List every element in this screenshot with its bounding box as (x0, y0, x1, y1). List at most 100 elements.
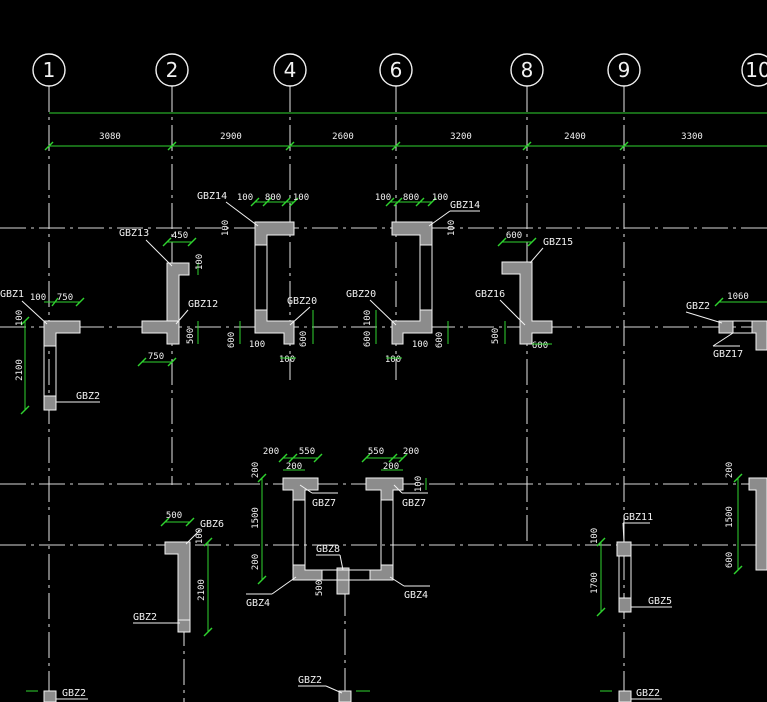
dim-text: 500 (491, 328, 501, 344)
dim-text: 100 (447, 220, 457, 236)
axis-bubble-label: 2 (166, 58, 179, 82)
dim-text: 600 (299, 331, 309, 347)
span-dim-text: 3300 (681, 132, 703, 142)
wall-gbz7-gbz4[interactable]: 200 550 200 550 200 200 200 1500 200 100… (246, 447, 430, 609)
wall-label: GBZ12 (188, 299, 218, 310)
dim-text: 500 (186, 328, 196, 344)
dim-text: 750 (148, 352, 164, 362)
wall-label: GBZ2 (133, 612, 157, 623)
dim-text: 500 (315, 580, 325, 596)
axis-bubble-10[interactable]: 10 (741, 53, 767, 87)
wall-label: GBZ2 (298, 675, 322, 686)
dim-text: 500 (166, 511, 182, 521)
dim-text: 100 (249, 340, 265, 350)
dim-text: 100 (279, 355, 295, 365)
wall-label: GBZ2 (76, 391, 100, 402)
wall-label: GBZ11 (623, 512, 653, 523)
dim-text: 100 (432, 193, 448, 203)
dim-text: 100 (195, 254, 205, 270)
wall-gbz14-left[interactable]: 100 800 100 600 600 100 100 GBZ14 GBZ20 … (197, 191, 317, 365)
dim-text: 100 (237, 193, 253, 203)
span-dim-text: 3080 (99, 132, 121, 142)
wall-gbz17[interactable]: 1060 GBZ2 GBZ17 (685, 292, 767, 360)
dim-text: 100 (221, 220, 231, 236)
wall-label: GBZ2 (636, 688, 660, 699)
wall-label: GBZ4 (404, 590, 428, 601)
dim-text: 800 (265, 193, 281, 203)
wall-gbz6[interactable]: 500 100 2100 GBZ6 GBZ2 (133, 511, 224, 637)
wall-label: GBZ7 (402, 498, 426, 509)
axis-bubble-label: 8 (521, 58, 534, 82)
wall-label: GBZ7 (312, 498, 336, 509)
dim-text: 200 (251, 462, 261, 478)
axis-bubble-9[interactable]: 9 (607, 53, 641, 87)
dim-text: 200 (383, 462, 399, 472)
dim-text: 100 (293, 193, 309, 203)
wall-label: GBZ13 (119, 228, 149, 239)
axis-bubble-label: 6 (390, 58, 403, 82)
dim-text: 600 (435, 332, 445, 348)
dim-text: 200 (286, 462, 302, 472)
span-dim-text: 2400 (564, 132, 586, 142)
dim-text: 600 (363, 331, 373, 347)
dim-text: 100 (412, 340, 428, 350)
dim-text: 600 (532, 341, 548, 351)
dim-text: 2100 (197, 579, 207, 601)
wall-label: GBZ16 (475, 289, 505, 300)
dim-text: 2100 (15, 359, 25, 381)
wall-label: GBZ8 (316, 544, 340, 555)
dim-text: 100 (363, 310, 373, 326)
dim-text: 600 (227, 332, 237, 348)
dim-text: 200 (263, 447, 279, 457)
dim-text: 100 (385, 355, 401, 365)
dim-text: 600 (506, 231, 522, 241)
dim-text: 800 (403, 193, 419, 203)
dim-text: 100 (195, 528, 205, 544)
dim-text: 550 (299, 447, 315, 457)
dim-text: 200 (725, 462, 735, 478)
wall-label: GBZ1 (0, 289, 24, 300)
wall-right-edge[interactable]: 200 1500 600 (725, 462, 767, 575)
axis-bubble-4[interactable]: 4 (273, 53, 307, 87)
wall-label: GBZ6 (200, 519, 224, 530)
dim-text: 100 (414, 476, 424, 492)
wall-gbz13-gbz12[interactable]: 450 100 750 500 GBZ13 GBZ12 (119, 228, 218, 367)
wall-label: GBZ14 (197, 191, 227, 202)
axis-bubble-6[interactable]: 6 (379, 53, 413, 87)
dim-text: 100 (30, 293, 46, 303)
axis-bubble-8[interactable]: 8 (510, 53, 544, 87)
span-dim-text: 3200 (450, 132, 472, 142)
dim-text: 750 (57, 293, 73, 303)
axis-lines (48, 86, 625, 702)
dim-text: 1500 (251, 507, 261, 529)
axis-bubble-label: 9 (618, 58, 631, 82)
wall-label: GBZ2 (686, 301, 710, 312)
span-dim-text: 2600 (332, 132, 354, 142)
dim-text: 100 (590, 528, 600, 544)
wall-label: GBZ20 (287, 296, 317, 307)
wall-label: GBZ15 (543, 237, 573, 248)
dim-text: 1500 (725, 506, 735, 528)
dim-text: 100 (375, 193, 391, 203)
dim-text: 450 (172, 231, 188, 241)
axis-bubble-2[interactable]: 2 (155, 53, 189, 87)
dim-text: 200 (403, 447, 419, 457)
wall-gbz1[interactable]: 100 750 100 2100 GBZ1 GBZ2 (0, 289, 100, 415)
dim-text: 550 (368, 447, 384, 457)
wall-gbz14-right[interactable]: 100 800 100 100 600 600 100 100 GBZ14 GB… (346, 193, 480, 365)
span-dimensions: 3080 2900 2600 3200 2400 3300 (44, 112, 767, 151)
dim-text: 600 (725, 552, 735, 568)
wall-bottom-gbz2[interactable]: GBZ2 GBZ2 GBZ2 (26, 675, 662, 702)
axis-bubble-label: 10 (745, 58, 767, 82)
wall-label: GBZ20 (346, 289, 376, 300)
wall-gbz15-gbz16[interactable]: 600 500 600 GBZ15 GBZ16 (475, 231, 573, 351)
axis-bubble-label: 4 (284, 58, 297, 82)
axis-bubbles: 1 2 4 6 8 9 10 (32, 53, 767, 87)
wall-label: GBZ14 (450, 200, 480, 211)
dim-text: 200 (251, 554, 261, 570)
axis-bubble-1[interactable]: 1 (32, 53, 66, 87)
wall-label: GBZ4 (246, 598, 270, 609)
wall-gbz11[interactable]: 100 1700 GBZ11 GBZ5 (590, 512, 672, 617)
dim-text: 1060 (727, 292, 749, 302)
